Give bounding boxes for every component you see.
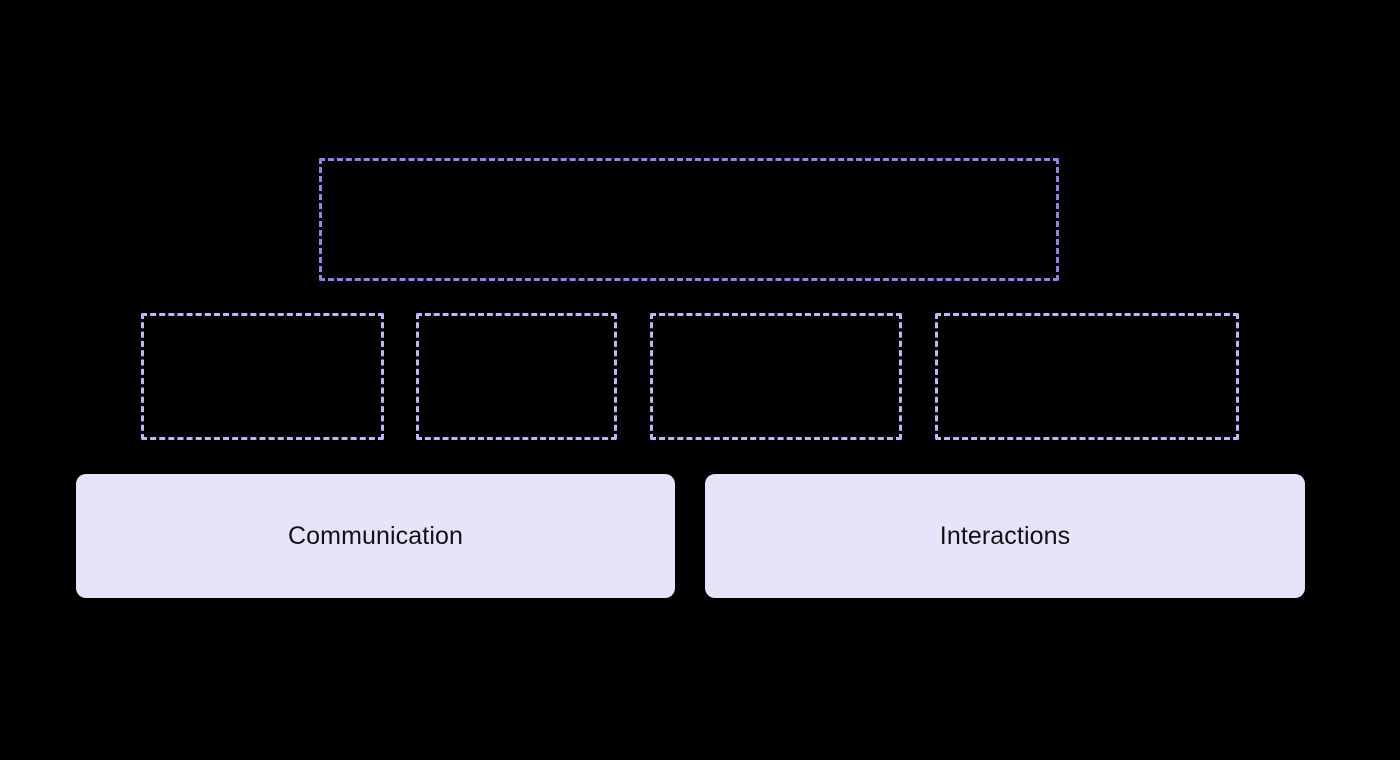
leaf-node-interactions[interactable]: Interactions [705, 474, 1305, 598]
category-node-4[interactable] [935, 313, 1239, 440]
category-node-2[interactable] [416, 313, 617, 440]
leaf-node-communication[interactable]: Communication [76, 474, 675, 598]
leaf-node-communication-label: Communication [288, 522, 463, 550]
category-node-3[interactable] [650, 313, 902, 440]
leaf-node-interactions-label: Interactions [939, 522, 1071, 550]
root-node[interactable] [319, 158, 1059, 281]
category-node-1[interactable] [141, 313, 384, 440]
